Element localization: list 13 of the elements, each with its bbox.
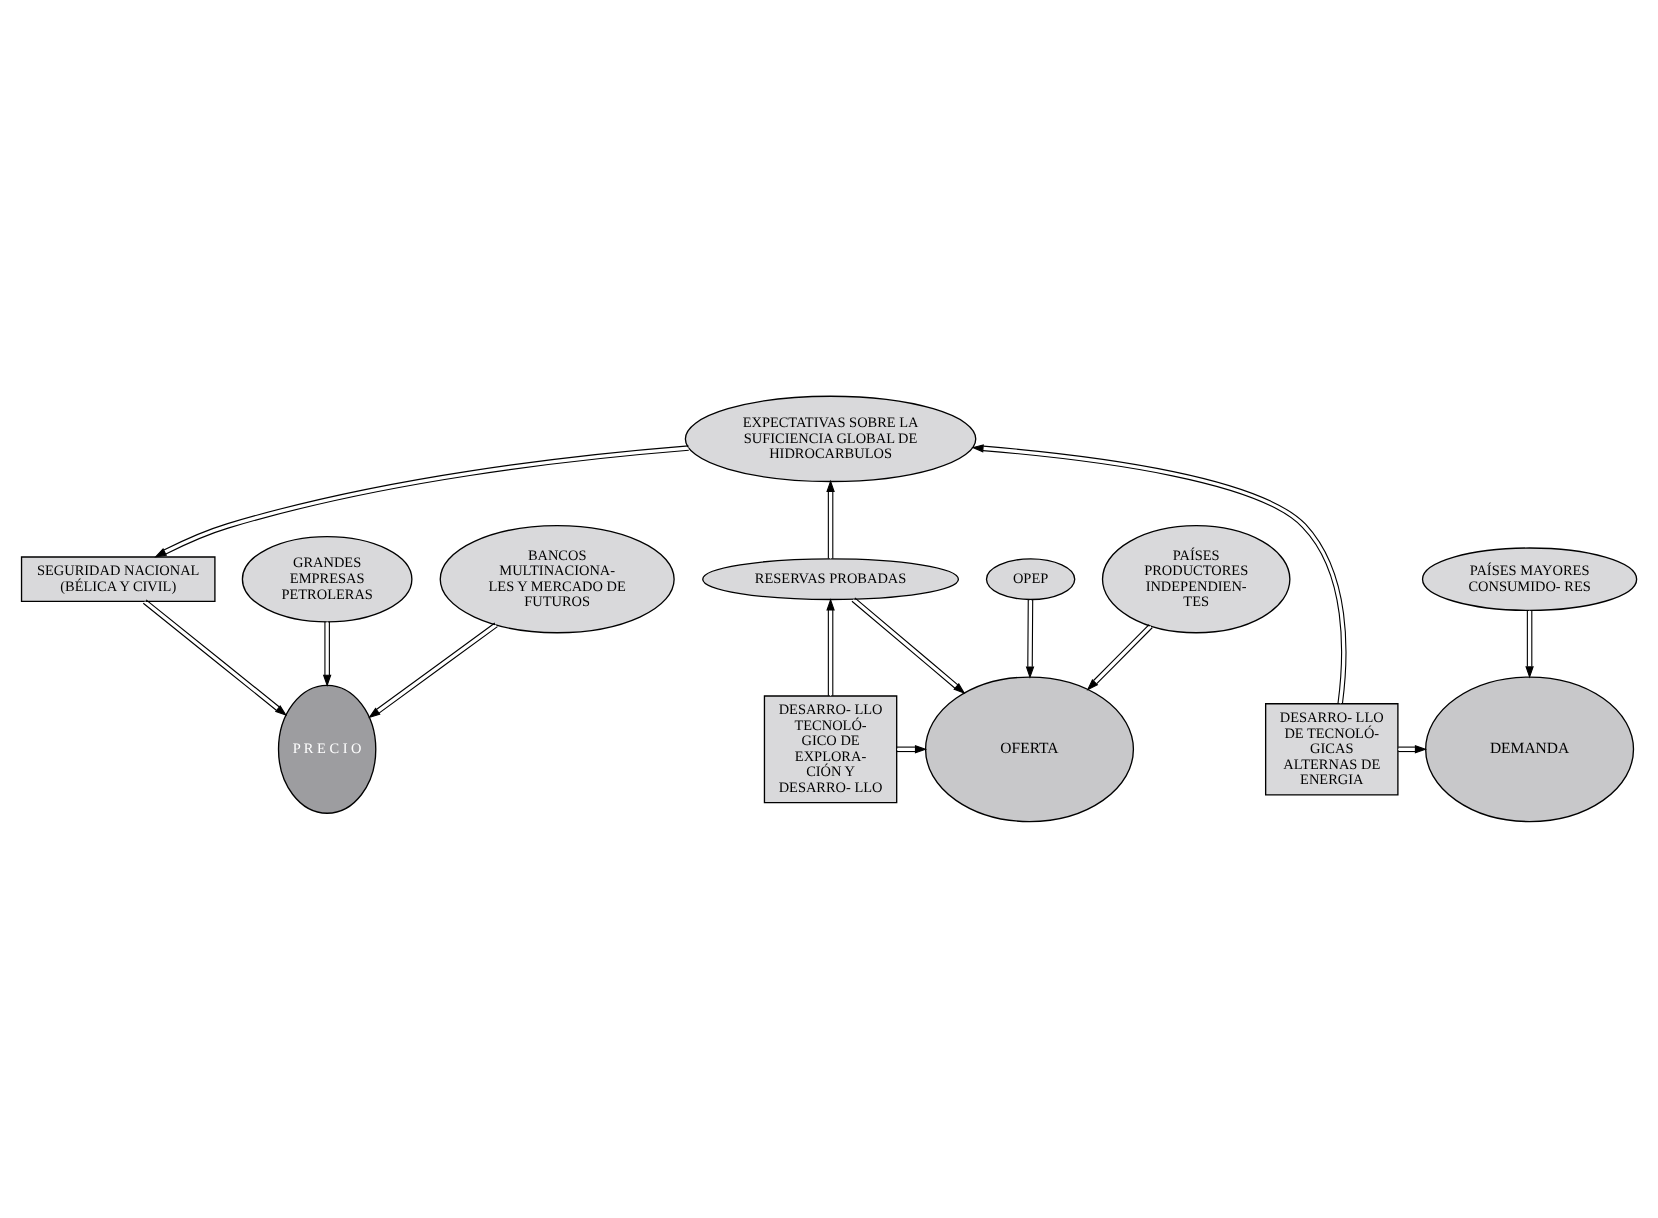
- arrow: [142, 599, 288, 717]
- arrow: [971, 444, 1347, 705]
- arrow: [322, 621, 332, 687]
- arrow: [826, 479, 835, 560]
- arrow: [1525, 610, 1534, 679]
- node-ellipse: DEMANDA: [1425, 676, 1635, 823]
- arrow: [368, 622, 498, 719]
- arrow: [851, 597, 966, 695]
- arrow: [896, 745, 928, 754]
- arrow: [1025, 599, 1035, 679]
- arrow: [154, 445, 690, 558]
- arrow: [826, 598, 835, 697]
- arrow: [1086, 624, 1153, 691]
